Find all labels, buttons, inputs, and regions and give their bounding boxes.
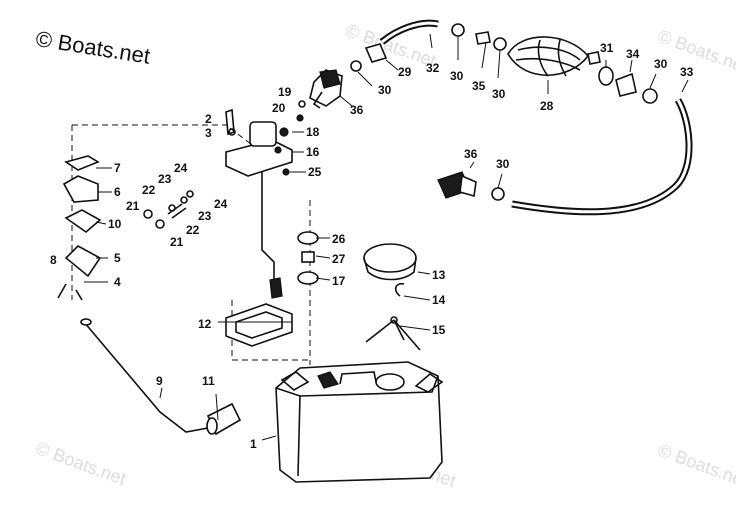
callout-34: 34 bbox=[626, 47, 640, 61]
fuel-tank bbox=[275, 361, 444, 483]
gauge-parts bbox=[297, 231, 319, 285]
callout-18: 18 bbox=[306, 125, 320, 139]
small-hardware bbox=[225, 100, 306, 176]
callout-23: 23 bbox=[198, 209, 212, 223]
callout-3: 3 bbox=[205, 126, 212, 140]
callout-21: 21 bbox=[126, 199, 140, 213]
callout-31: 31 bbox=[600, 41, 614, 55]
callout-32: 32 bbox=[426, 61, 440, 75]
callout-24: 24 bbox=[174, 161, 188, 175]
callout-29: 29 bbox=[398, 65, 412, 79]
float-assembly bbox=[80, 318, 242, 436]
left-bracket-parts bbox=[57, 155, 102, 301]
primer-bulb bbox=[507, 36, 601, 77]
callout-22: 22 bbox=[186, 223, 200, 237]
callout-30: 30 bbox=[496, 157, 510, 171]
callout-23: 23 bbox=[158, 172, 172, 186]
callout-30: 30 bbox=[654, 57, 668, 71]
fuel-cap-assembly bbox=[363, 243, 421, 351]
assembly-dashed-lines bbox=[71, 124, 337, 381]
callout-11: 11 bbox=[202, 374, 215, 388]
callout-27: 27 bbox=[332, 252, 346, 266]
callout-labels: 1 2 3 4 5 6 7 8 9 10 11 12 13 14 15 16 1… bbox=[50, 41, 694, 451]
callout-2: 2 bbox=[205, 112, 212, 126]
callout-6: 6 bbox=[114, 185, 121, 199]
callout-8: 8 bbox=[50, 253, 57, 267]
callout-35: 35 bbox=[472, 79, 486, 93]
callout-9: 9 bbox=[156, 374, 163, 388]
callout-33: 33 bbox=[680, 65, 694, 79]
callout-20: 20 bbox=[272, 101, 286, 115]
callout-24: 24 bbox=[214, 197, 228, 211]
leader-lines bbox=[84, 33, 689, 441]
callout-13: 13 bbox=[432, 268, 446, 282]
callout-14: 14 bbox=[432, 293, 446, 307]
callout-10: 10 bbox=[108, 217, 122, 231]
callout-7: 7 bbox=[114, 161, 121, 175]
callout-30: 30 bbox=[378, 83, 392, 97]
callout-28: 28 bbox=[540, 99, 554, 113]
callout-15: 15 bbox=[432, 323, 446, 337]
callout-30: 30 bbox=[450, 69, 464, 83]
hose-lower bbox=[511, 98, 693, 216]
callout-21: 21 bbox=[170, 235, 184, 249]
connector-lower bbox=[437, 171, 505, 201]
callout-36: 36 bbox=[350, 103, 364, 117]
callout-4: 4 bbox=[114, 275, 121, 289]
callout-12: 12 bbox=[198, 317, 212, 331]
linkage-parts bbox=[143, 190, 194, 229]
callout-16: 16 bbox=[306, 145, 320, 159]
callout-36: 36 bbox=[464, 147, 478, 161]
callout-22: 22 bbox=[142, 183, 156, 197]
callout-5: 5 bbox=[114, 251, 121, 265]
callout-19: 19 bbox=[278, 85, 292, 99]
fuel-pickup-unit bbox=[225, 121, 293, 299]
callout-17: 17 bbox=[332, 274, 346, 288]
check-valves bbox=[598, 66, 658, 104]
connector-upper bbox=[309, 69, 343, 109]
callout-26: 26 bbox=[332, 232, 346, 246]
hose-upper bbox=[350, 19, 507, 72]
callout-1: 1 bbox=[250, 437, 257, 451]
gasket bbox=[225, 303, 293, 347]
callout-25: 25 bbox=[308, 165, 322, 179]
callout-30: 30 bbox=[492, 87, 506, 101]
